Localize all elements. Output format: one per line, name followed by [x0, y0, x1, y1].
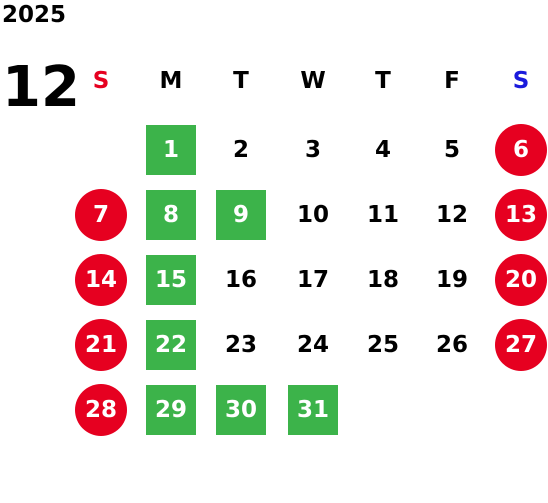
day-cell-10: 10: [296, 202, 329, 228]
day-cell-21: 21: [75, 319, 127, 371]
day-cell-6: 6: [495, 124, 547, 176]
day-cell-20: 20: [495, 254, 547, 306]
weekday-header-4: T: [375, 68, 391, 94]
day-cell-9: 9: [216, 190, 266, 240]
weekday-header-1: M: [159, 68, 183, 94]
day-cell-23: 23: [224, 332, 257, 358]
day-cell-5: 5: [443, 137, 460, 163]
day-cell-29: 29: [146, 385, 196, 435]
day-cell-26: 26: [435, 332, 468, 358]
day-cell-3: 3: [304, 137, 321, 163]
day-cell-12: 12: [435, 202, 468, 228]
day-cell-19: 19: [435, 267, 468, 293]
day-cell-16: 16: [224, 267, 257, 293]
day-cell-27: 27: [495, 319, 547, 371]
day-cell-14: 14: [75, 254, 127, 306]
weekday-header-0: S: [92, 68, 110, 94]
weekday-header-6: S: [512, 68, 530, 94]
day-cell-13: 13: [495, 189, 547, 241]
day-cell-22: 22: [146, 320, 196, 370]
weekday-header-5: F: [444, 68, 460, 94]
day-cell-4: 4: [374, 137, 391, 163]
day-cell-17: 17: [296, 267, 329, 293]
day-cell-8: 8: [146, 190, 196, 240]
day-cell-24: 24: [296, 332, 329, 358]
day-cell-2: 2: [232, 137, 249, 163]
day-cell-7: 7: [75, 189, 127, 241]
day-cell-31: 31: [288, 385, 338, 435]
day-cell-18: 18: [366, 267, 399, 293]
day-cell-28: 28: [75, 384, 127, 436]
year-label: 2025: [2, 2, 67, 28]
day-cell-30: 30: [216, 385, 266, 435]
month-label: 12: [2, 55, 80, 120]
day-cell-15: 15: [146, 255, 196, 305]
weekday-header-3: W: [300, 68, 326, 94]
day-cell-25: 25: [366, 332, 399, 358]
weekday-header-2: T: [233, 68, 249, 94]
day-cell-1: 1: [146, 125, 196, 175]
day-cell-11: 11: [366, 202, 399, 228]
